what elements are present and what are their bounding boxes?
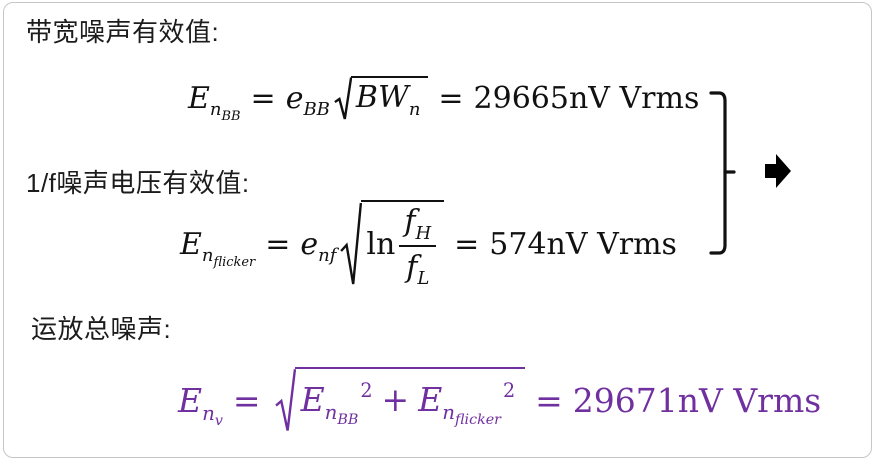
flicker-noise-label: 1/f噪声电压有效值: [26,168,250,198]
total-noise-label: 运放总噪声: [31,314,172,344]
equals-sign: = [265,226,291,262]
broadband-noise-label: 带宽噪声有效值: [26,17,220,47]
equals-sign: = [232,381,261,421]
equals-sign: = [535,381,563,421]
broadband-sqrt: BWn [334,76,429,122]
flicker-sqrt: ln fH fL [340,200,445,290]
total-noise-formula: Env = EnBB2 + Enflicker2 = 29671nV Vrms [178,357,821,445]
total-term-broadband: EnBB2 [300,378,373,429]
grouping-brace-icon [708,91,736,260]
plus-sign: + [381,380,410,419]
equals-sign: = [250,80,276,116]
radical-sign-icon [334,76,352,122]
broadband-noise-formula: EnBB = eBB BWn = 29665nV Vrms [188,73,699,125]
broadband-result: 29665nV Vrms [473,80,700,116]
equals-sign: = [454,226,480,262]
flicker-result: 574nV Vrms [489,226,677,262]
ln-operator: ln [366,226,396,262]
frequency-ratio-fraction: fH fL [399,204,437,289]
formula-card: 带宽噪声有效值: EnBB = eBB BWn = 29665nV Vrms 1… [3,2,872,458]
radical-sign-icon [340,200,362,290]
equals-sign: = [438,80,464,116]
total-result: 29671nV Vrms [572,381,822,421]
broadband-coefficient: eBB [285,80,330,121]
flicker-noise-formula: Enflicker = enf ln fH fL = 574nV Vrms [180,199,677,291]
broadband-lhs: EnBB [188,80,241,124]
total-lhs: Env [178,381,223,430]
flicker-coefficient: enf [300,226,337,267]
radical-sign-icon [275,367,296,435]
total-sqrt: EnBB2 + Enflicker2 [275,367,526,435]
total-term-flicker: Enflicker2 [418,378,516,429]
right-arrow-icon [765,153,792,194]
flicker-lhs: Enflicker [180,226,256,270]
